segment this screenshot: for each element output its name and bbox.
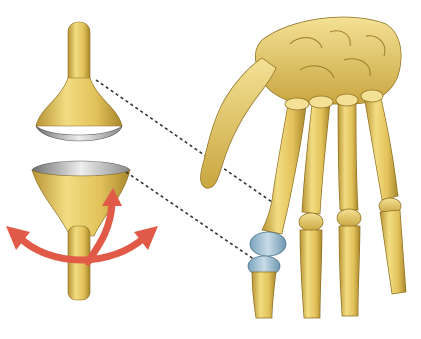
carpal-bones [255,17,401,104]
joint-model [6,22,158,300]
hand-skeleton [201,17,407,318]
finger-2-metacarpal [302,104,330,214]
finger-4-metacarpal [364,94,398,200]
lower-saddle-surface [32,161,130,176]
thumb-metacarpal [201,58,277,188]
finger-3-metacarpal [338,100,358,210]
upper-saddle-surface [36,126,122,141]
finger-1-metacarpal [262,104,306,234]
connector-line-lower [126,172,258,262]
finger-2-phalanx [300,230,322,318]
upper-bone-head [36,78,122,126]
thumb-joint [248,232,286,276]
finger-4-phalanx [380,210,406,294]
finger-1-phalanx [252,272,276,318]
finger-3-phalanx [339,226,360,316]
